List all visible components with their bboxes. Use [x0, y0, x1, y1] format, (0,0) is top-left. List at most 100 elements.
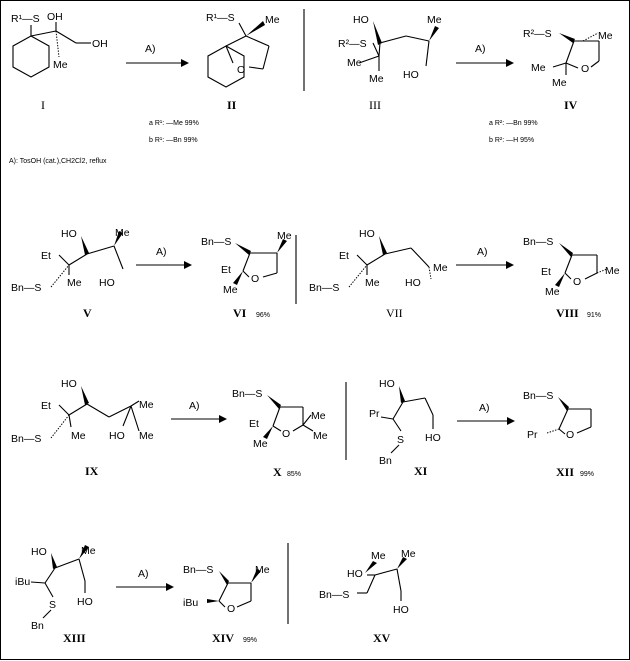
atom-label: Me — [115, 227, 130, 239]
yield: 96% — [256, 312, 270, 319]
atom-label: Et — [249, 418, 259, 430]
arrow — [171, 415, 227, 423]
atom-label: Bn—S — [11, 433, 41, 445]
atom-label: Bn — [31, 620, 44, 632]
atom-label: HO — [425, 432, 441, 444]
compound-VI: Bn—S Me O Et Me — [201, 230, 292, 296]
compound-label: VI — [233, 306, 247, 320]
yield: 91% — [587, 312, 601, 319]
yield-line: b R²: —H 95% — [489, 137, 534, 144]
atom-label: Pr — [369, 408, 380, 420]
arrow — [136, 261, 192, 269]
reagent-label: A) — [145, 43, 156, 55]
compound-label: XIII — [63, 631, 86, 645]
atom-label: OH — [92, 38, 108, 50]
atom-label: iBu — [15, 576, 30, 588]
atom-label: Me — [265, 14, 280, 26]
compound-III: HO R²—S Me Me Me HO — [338, 14, 442, 85]
reagent-label: A) — [479, 402, 490, 414]
compound-VIII: Bn—S Me O Et Me — [523, 236, 620, 298]
atom-label: Pr — [527, 429, 538, 441]
compound-label: XII — [556, 465, 574, 479]
atom-label: Me — [253, 438, 268, 450]
atom-label: R²—S — [523, 28, 552, 40]
atom-label: S — [397, 434, 404, 446]
compound-label: IV — [564, 98, 578, 112]
atom-label: Bn—S — [183, 564, 213, 576]
compound-IV: R²—S Me O Me Me — [523, 28, 613, 89]
atom-label: Me — [369, 73, 384, 85]
atom-label: R¹—S — [206, 12, 235, 24]
compound-XIII: HO Me HO iBu S Bn — [15, 545, 96, 632]
atom-label: Me — [365, 277, 380, 289]
atom-label: R²—S — [338, 38, 367, 50]
arrow — [456, 261, 514, 269]
atom-label: R¹—S — [11, 13, 40, 25]
atom-label: Me — [255, 564, 270, 576]
atom-label: HO — [61, 378, 77, 390]
compound-I: R¹—S OH OH Me — [11, 11, 108, 78]
atom-label: Me — [401, 548, 416, 560]
compound-XII: Bn—S O Pr — [523, 390, 592, 441]
compound-label: XIV — [212, 631, 234, 645]
atom-label: Me — [433, 262, 448, 274]
atom-label: Bn—S — [11, 282, 41, 294]
atom-label: HO — [379, 378, 395, 390]
yield: 99% — [243, 637, 257, 644]
compound-label: III — [369, 98, 381, 112]
compound-label: VIII — [556, 306, 579, 320]
atom-label: HO — [353, 14, 369, 26]
compound-V: HO Et Me HO Bn—S Me — [11, 227, 130, 294]
yield-line: a R²: —Bn 99% — [489, 120, 538, 127]
atom-label: O — [573, 276, 581, 288]
atom-label: Et — [541, 266, 551, 278]
compound-label: X — [273, 465, 282, 479]
atom-label: S — [49, 599, 56, 611]
atom-label: Bn — [379, 455, 392, 467]
compound-label: XV — [373, 631, 391, 645]
atom-label: O — [227, 603, 235, 615]
atom-label: Et — [221, 264, 231, 276]
yield-line: a R¹: —Me 99% — [149, 120, 199, 127]
atom-label: HO — [99, 277, 115, 289]
atom-label: Bn—S — [201, 236, 231, 248]
compound-XV: HO Me Me HO Bn—S — [319, 548, 416, 616]
compound-label: II — [227, 98, 237, 112]
reagent-label: A) — [156, 246, 167, 258]
compound-IX: HO Et Me Me HO Bn—S Me — [11, 378, 154, 445]
atom-label: HO — [77, 596, 93, 608]
atom-label: HO — [359, 228, 375, 240]
atom-label: O — [251, 273, 259, 285]
compound-XIV: Bn—S Me O iBu — [183, 564, 270, 615]
atom-label: Me — [371, 550, 386, 562]
atom-label: Me — [552, 77, 567, 89]
footnote: A): TosOH (cat.),CH2Cl2, reflux — [9, 158, 107, 165]
atom-label: Bn—S — [232, 388, 262, 400]
atom-label: Me — [71, 430, 86, 442]
atom-label: Bn—S — [523, 390, 553, 402]
atom-label: Et — [41, 250, 51, 262]
atom-label: O — [581, 63, 589, 75]
arrow — [457, 417, 515, 425]
compound-label: XI — [414, 464, 428, 478]
compound-II: O R¹—S Me — [206, 12, 280, 88]
atom-label: Me — [605, 265, 620, 277]
atom-label: Me — [223, 284, 238, 296]
atom-label: Me — [545, 286, 560, 298]
yield-line: b R¹: —Bn 99% — [149, 137, 198, 144]
reagent-label: A) — [189, 400, 200, 412]
atom-label: Me — [313, 430, 328, 442]
atom-label: Me — [139, 430, 154, 442]
compound-label: IX — [85, 464, 99, 478]
atom-label: Me — [53, 59, 68, 71]
reagent-label: A) — [477, 246, 488, 258]
atom-label: HO — [61, 228, 77, 240]
reagent-label: A) — [138, 568, 149, 580]
compound-label: I — [41, 98, 45, 112]
compound-X: Bn—S Me Me O Et Me — [232, 388, 328, 450]
atom-label: HO — [109, 430, 125, 442]
atom-label: O — [566, 429, 574, 441]
atom-label: Et — [339, 250, 349, 262]
